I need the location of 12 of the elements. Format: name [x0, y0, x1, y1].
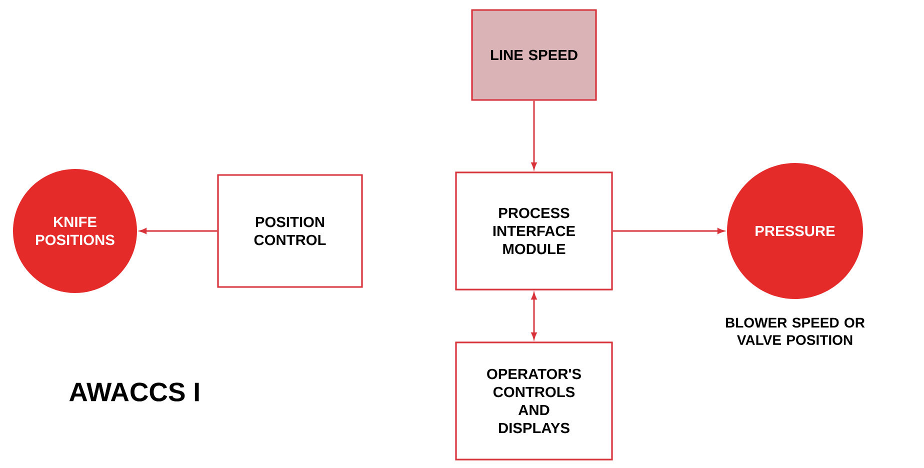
node-caption: BLOWER SPEED OR VALVE POSITION: [726, 318, 865, 345]
circle-node: KNIFE POSITIONS: [13, 169, 137, 293]
arrow: [531, 100, 537, 170]
diagram-title: AWACCS I: [69, 382, 199, 402]
process-box: PROCESS INTERFACE MODULE: [455, 172, 613, 290]
arrow: [140, 228, 218, 234]
process-box: LINE SPEED: [471, 9, 597, 101]
arrow: [612, 228, 724, 234]
arrow: [531, 292, 537, 340]
circle-node: PRESSURE: [727, 163, 863, 299]
process-box: OPERATOR'S CONTROLS AND DISPLAYS: [455, 342, 613, 460]
process-box: POSITION CONTROL: [217, 174, 363, 288]
